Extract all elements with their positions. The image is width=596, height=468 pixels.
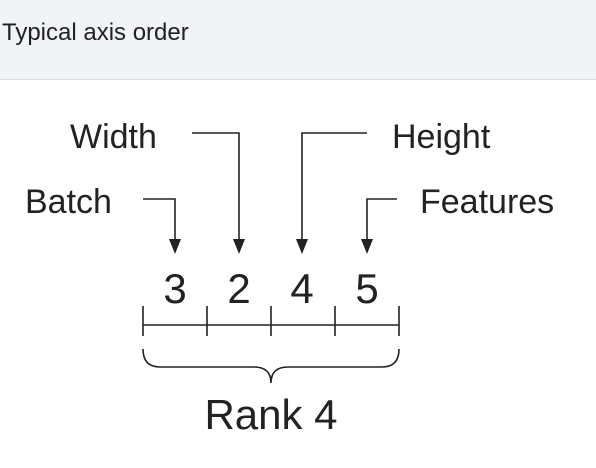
label-batch: Batch — [25, 183, 112, 221]
leader-line-features — [366, 198, 397, 241]
dim-value-features: 5 — [355, 265, 378, 312]
dim-value-batch: 3 — [163, 265, 186, 312]
arrowhead-width — [233, 239, 245, 254]
label-height: Height — [392, 118, 491, 156]
section-header: Typical axis order — [0, 0, 596, 80]
dim-value-width: 2 — [227, 265, 250, 312]
leader-line-height — [301, 132, 367, 241]
label-width: Width — [70, 118, 157, 156]
section-title: Typical axis order — [2, 19, 189, 46]
dim-value-height: 4 — [290, 265, 313, 312]
axis-order-diagram: Width Height Batch Features 3 2 4 5 — [0, 81, 596, 468]
leader-line-width — [192, 132, 240, 241]
diagram-canvas: Width Height Batch Features 3 2 4 5 — [25, 118, 554, 438]
leader-line-batch — [143, 198, 176, 241]
arrowhead-batch — [169, 239, 181, 254]
rank-label: Rank 4 — [204, 391, 337, 438]
label-features: Features — [420, 183, 554, 221]
arrowhead-height — [296, 239, 308, 254]
rank-brace — [142, 348, 400, 384]
arrowhead-features — [361, 239, 373, 254]
